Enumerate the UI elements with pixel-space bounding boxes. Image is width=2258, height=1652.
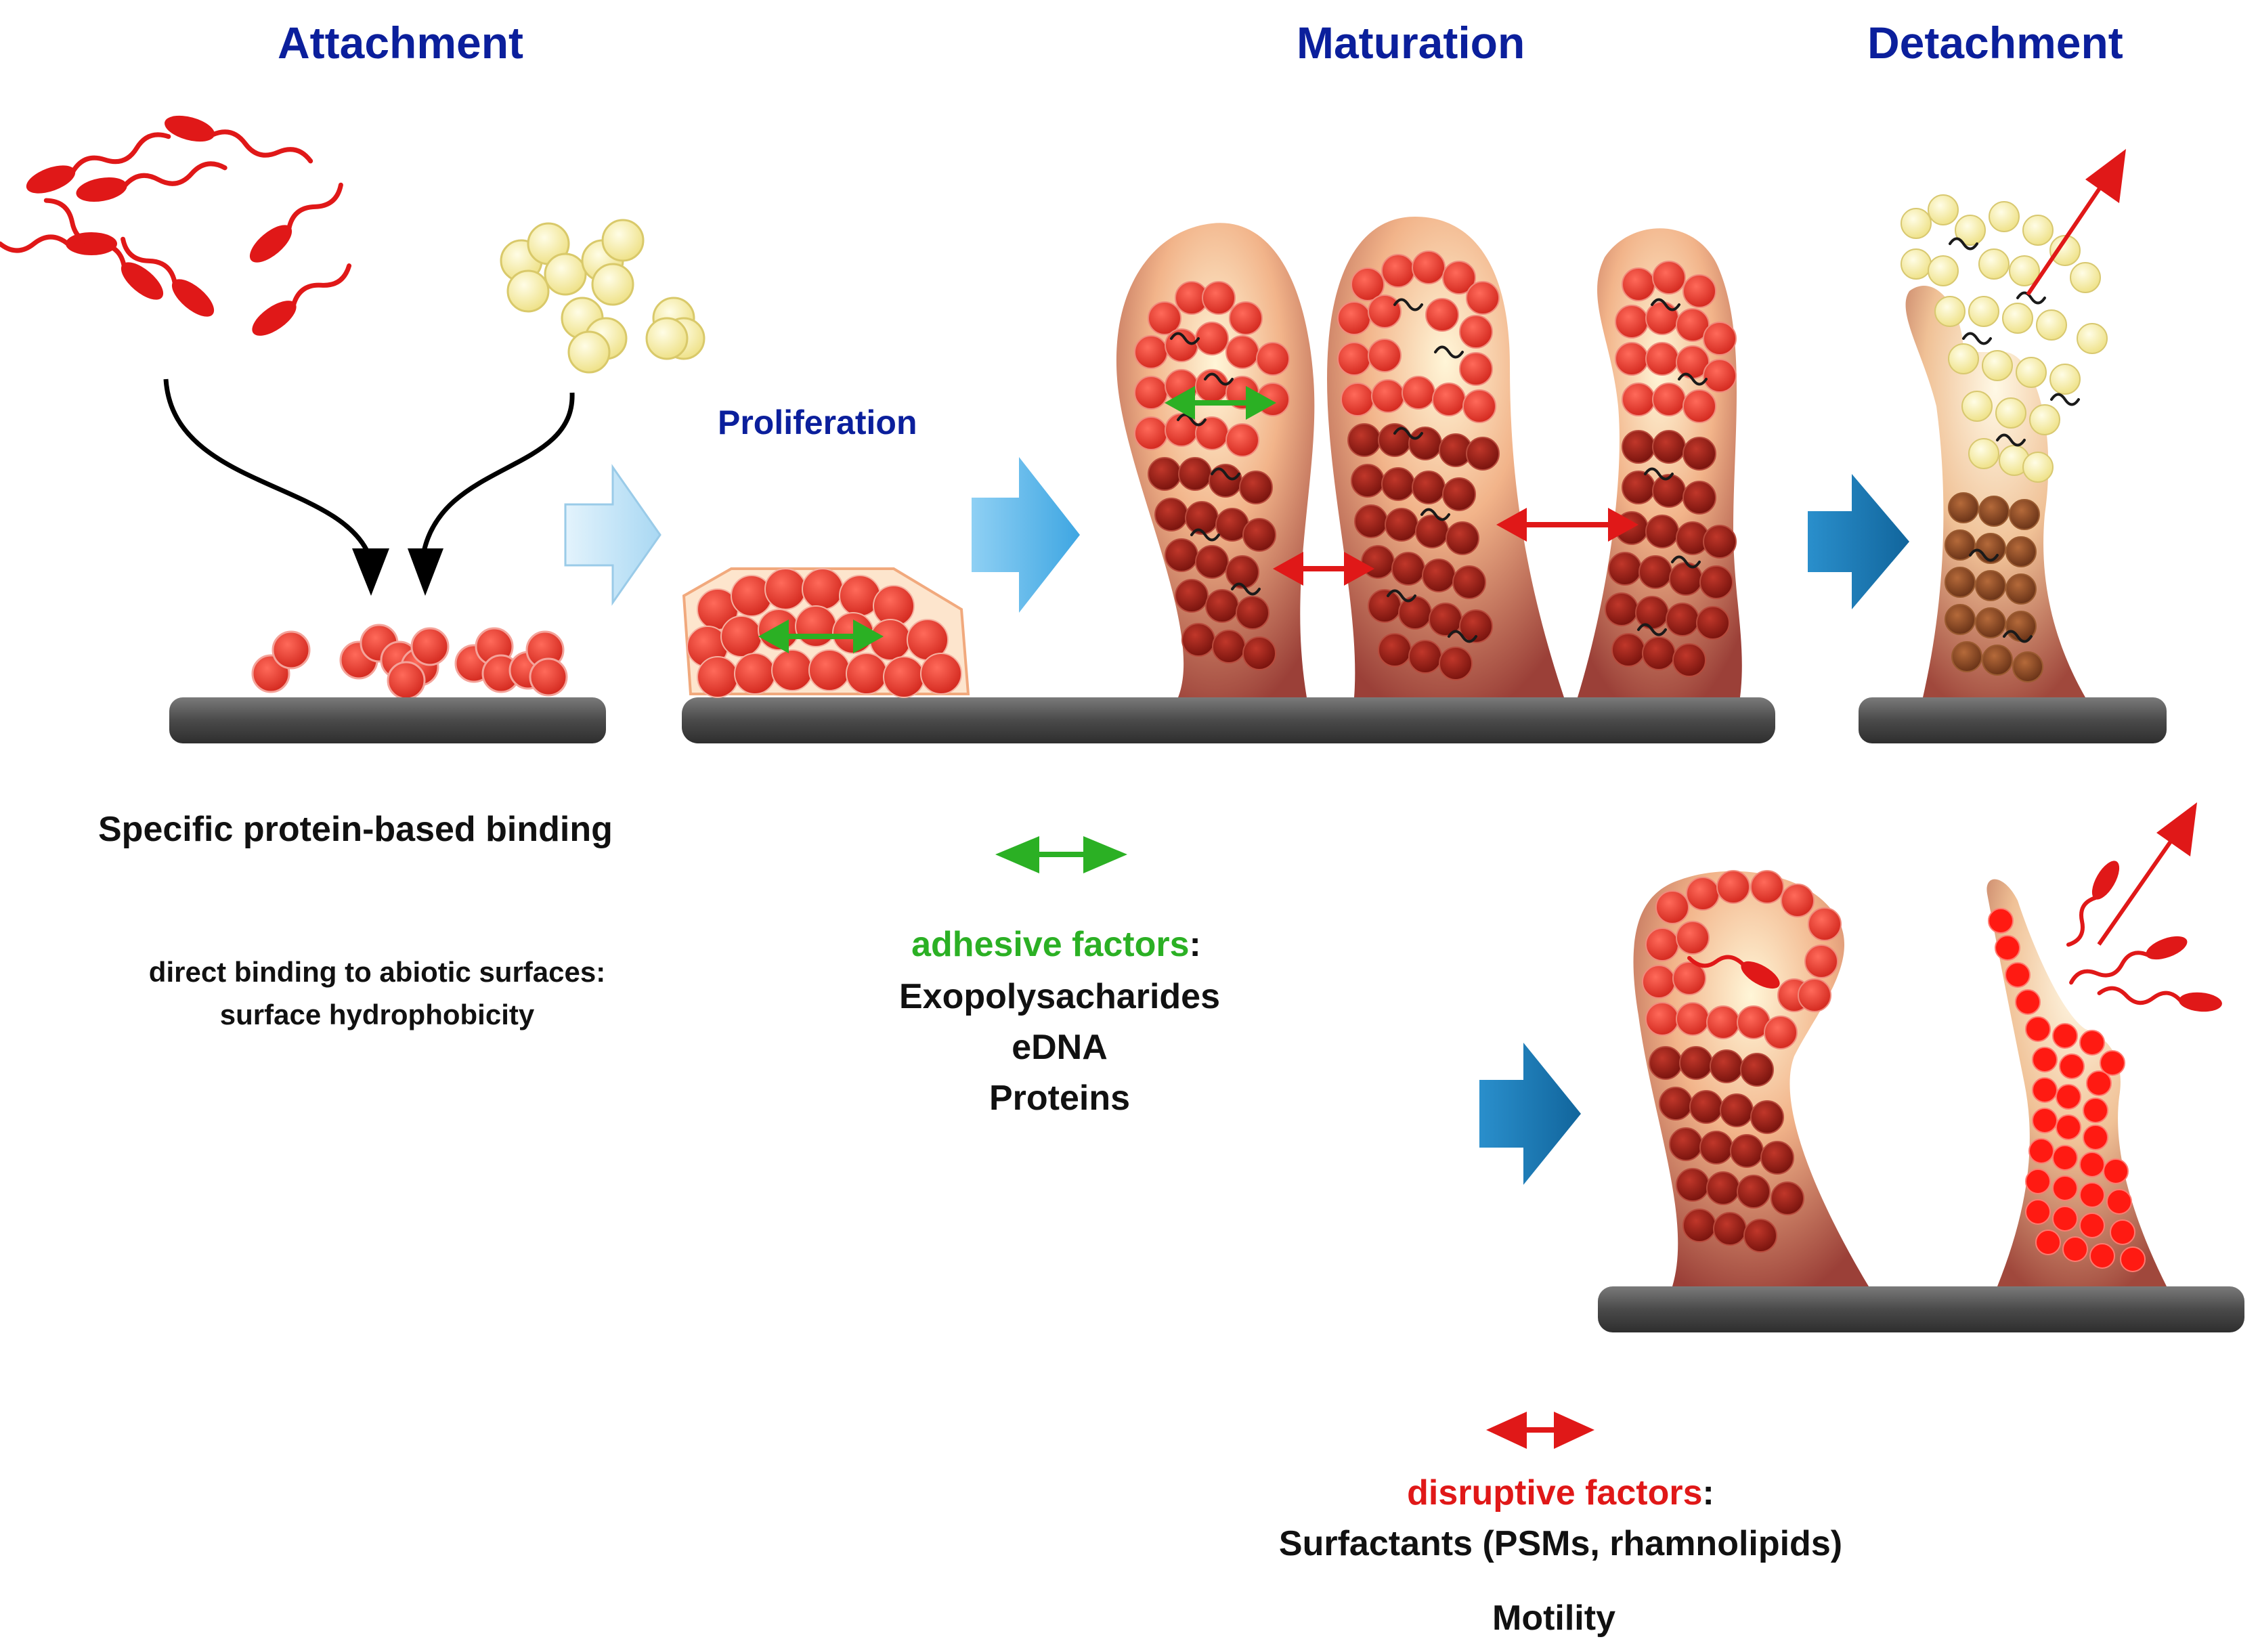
mature-tower-3 xyxy=(1578,228,1742,698)
attached-cells xyxy=(251,624,568,700)
adhesive-factors-colon: : xyxy=(1189,925,1201,964)
escaping-bacteria xyxy=(2066,861,2222,1012)
adhesive-item-edna: eDNA xyxy=(1012,1028,1108,1067)
motile-bacterium xyxy=(165,115,313,164)
surface-detachment xyxy=(1859,697,2167,743)
motile-bacterium xyxy=(26,132,171,194)
stage-proliferation-label: Proliferation xyxy=(718,404,917,441)
motile-bacteria-group xyxy=(0,115,352,336)
adhesive-item-exopolysacharides: Exopolysacharides xyxy=(899,977,1220,1016)
dispersing-tower xyxy=(1986,879,2167,1286)
adhesive-arrow-tower xyxy=(1165,386,1276,420)
microcolony xyxy=(682,567,970,698)
disruptive-factors-colon: : xyxy=(1702,1473,1714,1513)
disruptive-factors-title: disruptive factors xyxy=(1407,1473,1703,1513)
adhesive-item-proteins: Proteins xyxy=(989,1079,1131,1118)
adhesive-factors-title: adhesive factors xyxy=(911,925,1190,964)
mature-tower-2 xyxy=(1327,217,1564,697)
stage-detachment-label: Detachment xyxy=(1867,18,2123,68)
edna-strands xyxy=(1170,298,1708,643)
abiotic-binding-line1: direct binding to abiotic surfaces: xyxy=(148,956,606,988)
disruptive-legend-arrow xyxy=(1486,1412,1594,1449)
disruptive-arrow-towers-2-3 xyxy=(1496,508,1638,542)
mature-tower-1 xyxy=(1116,223,1315,697)
maturation-arrow xyxy=(972,457,1080,613)
stage-maturation-label: Maturation xyxy=(1297,18,1525,68)
dispersal-arrow-lower xyxy=(2097,802,2197,946)
stage-attachment-label: Attachment xyxy=(278,18,524,68)
proliferation-arrow xyxy=(564,464,661,606)
detaching-tower xyxy=(1901,194,2108,698)
disruptive-item-motility: Motility xyxy=(1492,1599,1615,1638)
arrow-head-left xyxy=(352,548,389,596)
specific-binding-label: Specific protein-based binding xyxy=(98,810,613,849)
adhesive-arrow-microcolony xyxy=(758,620,884,653)
disruption-arrow xyxy=(1479,1043,1581,1185)
motile-bacterium xyxy=(252,263,352,336)
internal-motile-bacterium xyxy=(1687,955,1780,989)
cocci-clusters xyxy=(500,219,705,374)
convergence-arrows xyxy=(163,378,575,557)
motile-bacterium xyxy=(43,198,164,300)
motile-bacterium xyxy=(249,182,343,263)
motile-bacterium xyxy=(121,236,215,317)
motile-bacterium xyxy=(76,161,227,202)
arrow-head-right xyxy=(408,548,443,596)
detachment-arrow xyxy=(1808,474,1909,609)
disruptive-item-surfactants: Surfactants (PSMs, rhamnolipids) xyxy=(1278,1524,1843,1563)
surface-maturation xyxy=(682,697,1775,743)
adhesive-factors-heading: adhesive factors: xyxy=(911,924,1201,965)
dispersal-arrow xyxy=(2026,149,2126,296)
abiotic-binding-line2: surface hydrophobicity xyxy=(219,999,535,1030)
surface-attachment xyxy=(169,697,606,743)
disruptive-arrow-towers-1-2 xyxy=(1273,552,1374,586)
adhesive-legend-arrow xyxy=(995,836,1127,873)
surface-disruption xyxy=(1598,1286,2244,1332)
disruptive-factors-heading: disruptive factors: xyxy=(1407,1473,1714,1513)
disrupted-tower xyxy=(1633,870,1869,1286)
